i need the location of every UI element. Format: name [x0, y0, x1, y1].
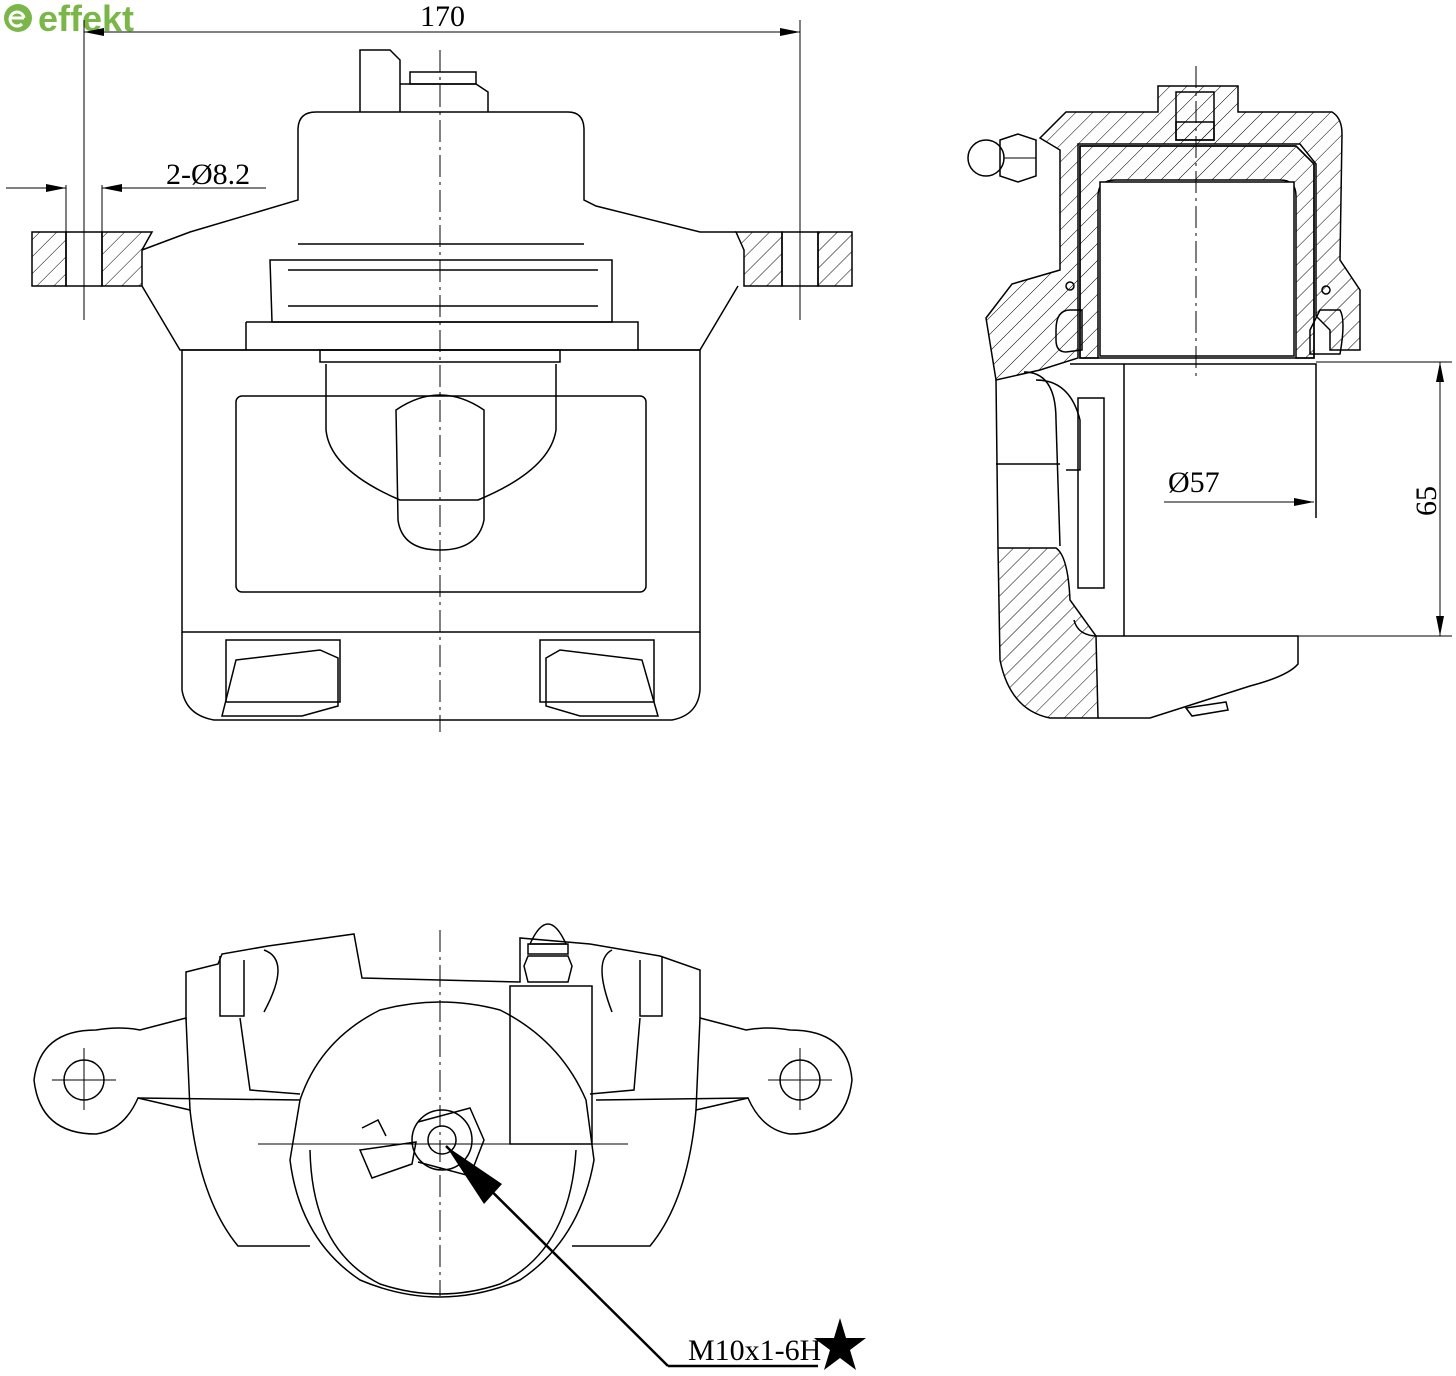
star-icon — [814, 1318, 866, 1370]
brand-name: effekt — [38, 0, 134, 39]
bottom-view: M10x1-6H — [33, 923, 866, 1370]
dim-height: 65 — [1410, 486, 1443, 516]
front-view: 170 2-Ø8.2 — [6, 0, 853, 732]
section-view: Ø57 65 — [967, 66, 1452, 719]
brand-logo: effekt — [4, 0, 134, 39]
dim-bleed-thread: M10x1-6H — [688, 1334, 821, 1367]
dim-piston-diameter: Ø57 — [1168, 466, 1220, 499]
dim-mount-holes: 2-Ø8.2 — [166, 158, 250, 191]
dim-overall-width: 170 — [420, 0, 465, 33]
